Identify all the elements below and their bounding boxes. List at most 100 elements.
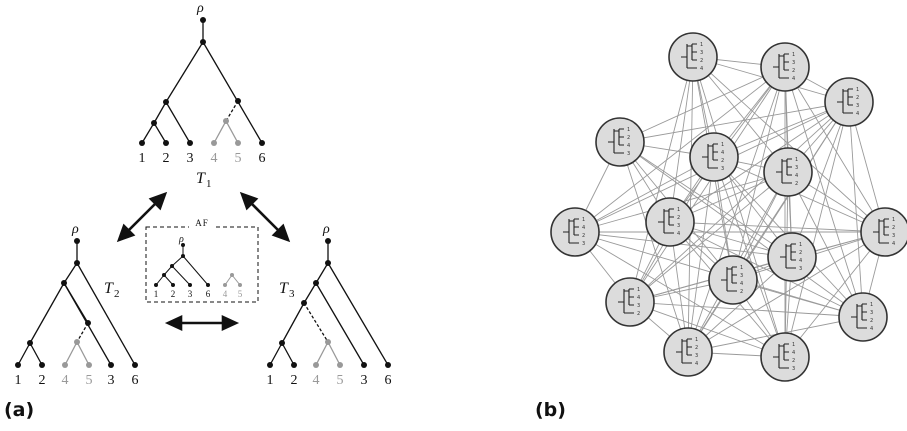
graph-edge xyxy=(619,66,786,143)
t3-leaf: 3 xyxy=(361,373,368,388)
arrowhead-icon xyxy=(271,223,291,243)
node-circle xyxy=(763,147,813,197)
graph-edge xyxy=(732,66,786,281)
tree-t3: ρ 1 2 4 5 3 xyxy=(267,222,392,388)
mini-tree-icon xyxy=(618,288,634,314)
af-leaf-pruned: 4 xyxy=(223,289,228,299)
node-leaf-label: 1 xyxy=(700,42,703,48)
mini-tree-icon xyxy=(721,266,737,292)
t3-subscript: 3 xyxy=(289,288,295,300)
node-leaf-label: 1 xyxy=(740,265,743,271)
graph-edge xyxy=(687,56,694,353)
node-leaf-label: 2 xyxy=(695,345,698,351)
node-leaf-label: 4 xyxy=(700,66,703,72)
af-leaf: 1 xyxy=(154,289,159,299)
node-leaf-label: 4 xyxy=(856,111,859,117)
graph-edge xyxy=(848,101,864,318)
mini-tree-icon xyxy=(658,208,674,234)
graph-edge xyxy=(787,171,864,318)
graph-edge xyxy=(574,156,715,233)
node-leaf-label: 2 xyxy=(721,158,724,164)
node-leaf-label: 4 xyxy=(677,231,680,237)
node-leaf-label: 1 xyxy=(627,127,630,133)
t1-leaf-pruned: 5 xyxy=(235,151,242,166)
node-leaf-label: 3 xyxy=(870,310,873,316)
graph-edge xyxy=(713,156,786,358)
node-leaf-label: 2 xyxy=(627,135,630,141)
node-circle xyxy=(605,277,655,327)
t1-leaf-pruned: 4 xyxy=(211,151,218,166)
t1-leaf: 2 xyxy=(163,151,170,166)
graph-edge xyxy=(669,101,850,223)
node-leaf-label: 3 xyxy=(695,353,698,359)
t2-root-label: ρ xyxy=(71,222,79,237)
t2-leaf-pruned: 5 xyxy=(86,373,93,388)
node-leaf-label: 3 xyxy=(792,60,795,66)
node-leaf-label: 1 xyxy=(795,157,798,163)
t2-subscript: 2 xyxy=(114,288,120,300)
arrowhead-icon xyxy=(164,314,183,332)
t1-subscript: 1 xyxy=(206,178,212,190)
node-leaf-label: 1 xyxy=(856,87,859,93)
graph-edge xyxy=(629,66,786,303)
node-leaf-label: 3 xyxy=(677,223,680,229)
t1-name: T xyxy=(196,170,206,187)
node-leaf-label: 3 xyxy=(792,366,795,372)
mini-tree-icon xyxy=(773,343,789,369)
t3-name: T xyxy=(279,280,289,297)
node-leaf-label: 1 xyxy=(695,337,698,343)
node-leaf-label: 3 xyxy=(721,166,724,172)
node-leaf-label: 1 xyxy=(677,207,680,213)
node-leaf-label: 1 xyxy=(792,342,795,348)
node-circle xyxy=(689,132,739,182)
node-leaf-label: 3 xyxy=(582,241,585,247)
t3-leaf-pruned: 5 xyxy=(337,373,344,388)
node-leaf-label: 4 xyxy=(792,76,795,82)
node-circle xyxy=(824,77,874,127)
arrowhead-icon xyxy=(221,314,240,332)
graph-edge xyxy=(619,141,793,258)
node-leaf-label: 1 xyxy=(870,302,873,308)
node-leaf-label: 4 xyxy=(721,150,724,156)
node-leaf-label: 3 xyxy=(795,165,798,171)
graph-edge xyxy=(619,101,850,143)
graph-nodes: 1324132412341243142313421423123412341243… xyxy=(550,32,907,382)
graph-edge xyxy=(669,221,886,233)
node-leaf-label: 1 xyxy=(582,217,585,223)
node-circle xyxy=(767,232,817,282)
node-leaf-label: 4 xyxy=(695,361,698,367)
node-leaf-label: 2 xyxy=(892,225,895,231)
node-leaf-label: 2 xyxy=(870,318,873,324)
node-leaf-label: 3 xyxy=(799,266,802,272)
node-circle xyxy=(550,207,600,257)
node-circle xyxy=(595,117,645,167)
mini-tree-icon xyxy=(773,53,789,79)
node-leaf-label: 4 xyxy=(637,295,640,301)
af-leaf: 2 xyxy=(171,289,176,299)
af-title: AF xyxy=(195,218,209,228)
agreement-forest: AF ρ 1 2 3 6 4 5 xyxy=(145,217,259,303)
graph-edge xyxy=(619,141,689,353)
mini-tree-icon xyxy=(608,128,624,154)
t1-leaf: 1 xyxy=(139,151,146,166)
node-leaf-label: 1 xyxy=(721,142,724,148)
mini-tree-icon xyxy=(851,303,867,329)
af-root-label: ρ xyxy=(178,234,184,245)
node-leaf-label: 2 xyxy=(677,215,680,221)
graph-edge xyxy=(687,156,715,353)
node-leaf-label: 4 xyxy=(740,281,743,287)
graph-edge xyxy=(669,56,694,223)
mini-tree-icon xyxy=(780,243,796,269)
node-leaf-label: 2 xyxy=(799,250,802,256)
node-leaf-label: 4 xyxy=(870,326,873,332)
node-leaf-label: 4 xyxy=(627,143,630,149)
arrow-t1-t3 xyxy=(249,201,281,233)
t2-leaf: 3 xyxy=(108,373,115,388)
mini-tree-icon xyxy=(563,218,579,244)
node-leaf-label: 1 xyxy=(799,242,802,248)
t2-leaf: 6 xyxy=(132,373,139,388)
